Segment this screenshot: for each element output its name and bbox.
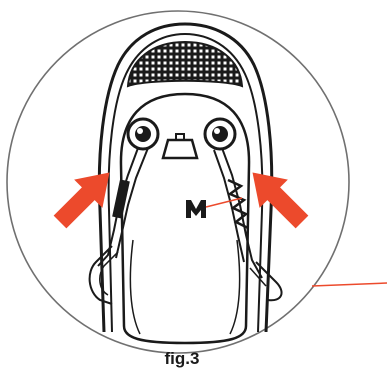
left-strap-loop — [88, 245, 113, 305]
chest-clip — [161, 138, 199, 160]
right-strap-outer — [221, 147, 263, 279]
left-knob-core — [135, 126, 151, 142]
left-strap-loop-inner — [99, 251, 119, 296]
left-strap-buckle — [112, 179, 130, 219]
figure-caption: fig.3 — [165, 349, 200, 368]
leader-line — [311, 282, 388, 287]
left-knob — [126, 117, 160, 151]
arrow-up-right-icon — [53, 172, 110, 229]
right-strap-ladder-buckle — [227, 178, 249, 230]
right-knob — [203, 117, 237, 151]
right-knob-highlight — [214, 128, 220, 134]
buckle-icon — [186, 200, 206, 218]
panel-seam-left — [129, 239, 141, 335]
left-knob-highlight — [137, 128, 143, 134]
top-cushion — [126, 40, 244, 88]
left-strap-inner — [115, 147, 149, 259]
right-knob-core — [212, 126, 228, 142]
pack-outer-shell — [97, 22, 274, 333]
chest-clip-tab — [175, 133, 185, 140]
right-strap-loop — [255, 261, 283, 302]
pack-inner-shell — [107, 32, 264, 333]
buckle-pointer-line — [205, 197, 243, 208]
right-strap-loop-inner — [249, 267, 267, 287]
frame-circle — [6, 10, 350, 354]
arrow-up-left-icon — [252, 172, 309, 229]
panel-seam-right — [229, 239, 241, 335]
